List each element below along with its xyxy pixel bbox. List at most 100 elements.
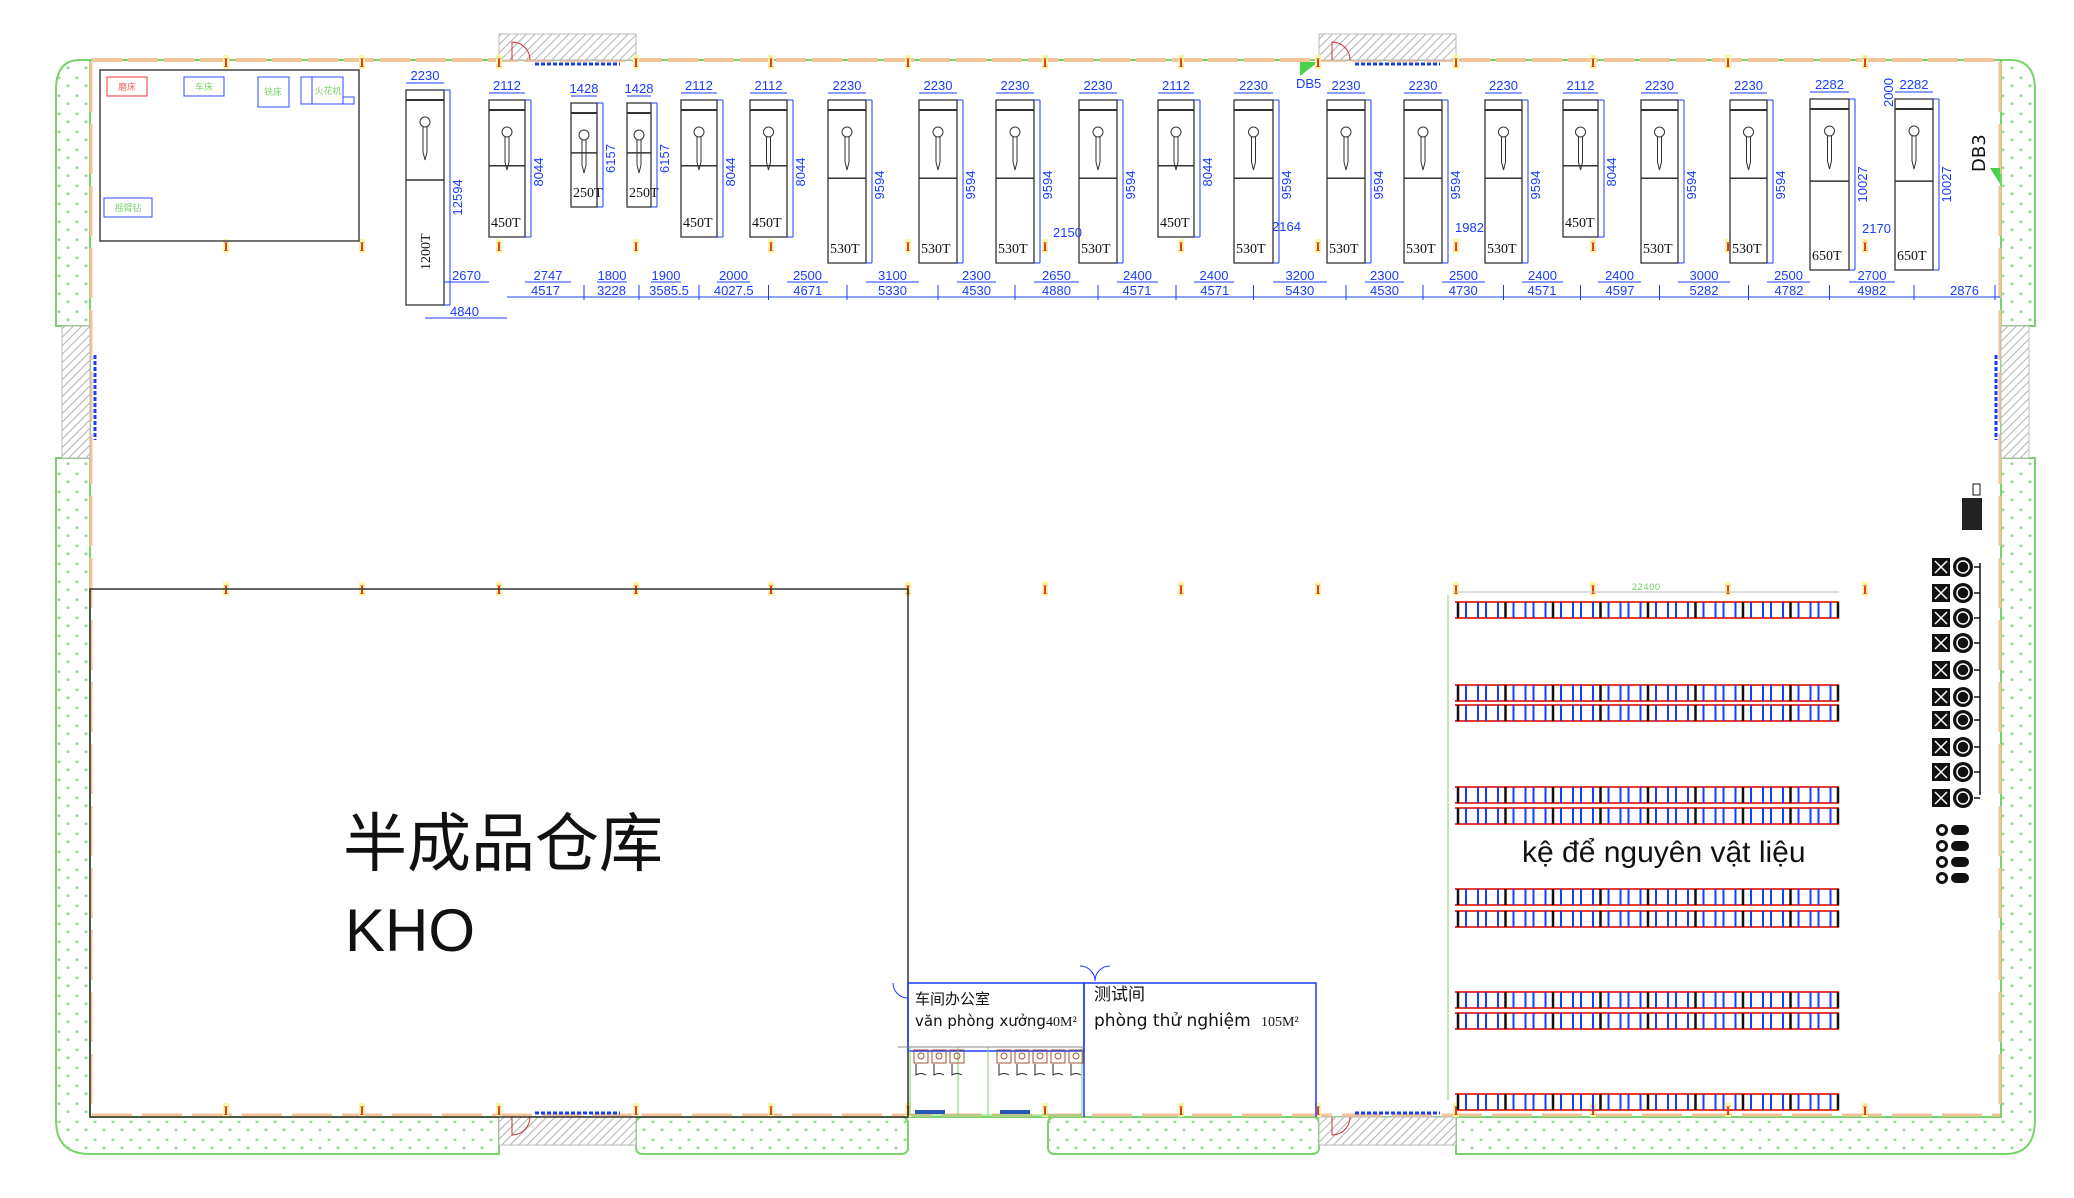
nozzle-icon bbox=[693, 126, 705, 138]
machine-tonnage: 650T bbox=[1812, 249, 1842, 264]
svg-text:I: I bbox=[496, 55, 501, 70]
material-racks: 22400 kệ để nguyên vật liệu bbox=[1447, 583, 1840, 1111]
toilet-icon bbox=[1032, 1049, 1048, 1076]
clearance-dim: 2170 bbox=[1862, 221, 1891, 236]
garden-left-bottom bbox=[55, 457, 500, 1155]
svg-text:铣床: 铣床 bbox=[264, 86, 282, 98]
column-marker: I bbox=[359, 1103, 365, 1118]
machine-body bbox=[1729, 99, 1768, 264]
machine-width-dim: 2230 bbox=[1409, 78, 1438, 93]
machine-spacing-dim: 5330 bbox=[878, 283, 907, 298]
machine-tonnage: 530T bbox=[830, 242, 860, 257]
machine-length-dim: 9594 bbox=[1371, 171, 1386, 200]
toilet-icon bbox=[1050, 1049, 1066, 1076]
machine-width-dim: 2282 bbox=[1900, 77, 1929, 92]
machine-body bbox=[1640, 99, 1679, 264]
machine-width-dim: 2112 bbox=[1567, 78, 1595, 93]
machine-spacing-dim: 4880 bbox=[1042, 283, 1071, 298]
svg-text:I: I bbox=[1315, 582, 1320, 597]
svg-text:I: I bbox=[1862, 55, 1867, 70]
injection-machine: 650T bbox=[1894, 98, 1934, 271]
machine-gap-dim: 2400 bbox=[1528, 268, 1557, 283]
loading-doors[interactable]: DB5 DB3 bbox=[61, 33, 2030, 1146]
machine-gap-dim: 2670 bbox=[452, 268, 481, 283]
nozzle-icon bbox=[1170, 126, 1182, 138]
racks-label: kệ để nguyên vật liệu bbox=[1522, 836, 1806, 869]
injection-machine: 450T bbox=[1562, 99, 1599, 238]
column-marker: I bbox=[1178, 239, 1184, 254]
column-marker: I bbox=[1725, 582, 1731, 597]
machine-dimensions: 2230125942112804414286157142861572112804… bbox=[406, 68, 2000, 319]
machine-length-dim: 9594 bbox=[1528, 171, 1543, 200]
nozzle-icon bbox=[1654, 126, 1665, 138]
toilet-icon bbox=[913, 1049, 929, 1076]
injection-machine: 530T bbox=[918, 99, 958, 264]
door-top-2 bbox=[1318, 33, 1457, 61]
rack-row bbox=[1455, 1093, 1840, 1111]
garden-bottom-2 bbox=[635, 1116, 909, 1155]
machine-spacing-dim: 5430 bbox=[1285, 283, 1314, 298]
svg-text:车床: 车床 bbox=[195, 81, 213, 93]
injection-machine: 450T bbox=[680, 99, 718, 238]
dryer-unit bbox=[1936, 856, 1969, 868]
svg-text:I: I bbox=[1453, 582, 1458, 597]
clearance-dim: 1982 bbox=[1455, 220, 1484, 235]
injection-machine: 1200T bbox=[405, 89, 445, 306]
machine-tonnage: 450T bbox=[1565, 216, 1595, 231]
injection-machine: 530T bbox=[1233, 99, 1274, 264]
first-offset-dim: 4840 bbox=[450, 304, 479, 319]
toilet-icon bbox=[931, 1049, 947, 1076]
nozzle-icon bbox=[1575, 126, 1586, 138]
column-marker: I bbox=[496, 239, 502, 254]
compressor-unit bbox=[1932, 557, 1980, 577]
machine-body bbox=[626, 102, 652, 208]
machine-body bbox=[918, 99, 958, 264]
compressor-unit bbox=[1932, 660, 1980, 680]
compressor-unit bbox=[1932, 762, 1980, 782]
machine-body bbox=[1403, 99, 1443, 264]
machine-length-dim: 9594 bbox=[1040, 171, 1055, 200]
column-marker: I bbox=[1862, 239, 1868, 254]
machine-length-dim: 8044 bbox=[1200, 158, 1215, 187]
restrooms bbox=[898, 1046, 1084, 1116]
machine-length-dim: 8044 bbox=[1604, 158, 1619, 187]
column-marker: I bbox=[1725, 55, 1731, 70]
garden-left-top bbox=[55, 59, 91, 327]
clearance-dim: 2000 bbox=[1881, 78, 1896, 107]
office-name-vn: văn phòng xưởng bbox=[915, 1012, 1046, 1030]
nozzle-icon bbox=[1743, 126, 1754, 138]
machine-spacing-dim: 4782 bbox=[1775, 283, 1804, 298]
door-label-db3: DB3 bbox=[1969, 134, 1990, 172]
machine-tonnage: 530T bbox=[1732, 242, 1762, 257]
nozzle-icon bbox=[1009, 126, 1021, 138]
machine-width-dim: 2230 bbox=[1001, 78, 1030, 93]
injection-machine: 530T bbox=[1078, 99, 1118, 264]
machine-body bbox=[1233, 99, 1274, 264]
machine-gap-dim: 3200 bbox=[1286, 268, 1315, 283]
svg-text:I: I bbox=[1178, 582, 1183, 597]
injection-machine: 250T bbox=[570, 102, 603, 208]
svg-text:I: I bbox=[905, 55, 910, 70]
injection-machine: 450T bbox=[749, 99, 788, 238]
machine-length-dim: 12594 bbox=[450, 179, 465, 215]
dryer-unit bbox=[1936, 872, 1969, 884]
svg-text:I: I bbox=[768, 239, 773, 254]
rack-row bbox=[1455, 807, 1840, 825]
machine-tonnage: 530T bbox=[1329, 242, 1359, 257]
machine-width-dim: 2230 bbox=[1645, 78, 1674, 93]
tool-room: 磨床 车床 铣床 火花机 摇臂钻 bbox=[99, 69, 360, 242]
machine-gap-dim: 2500 bbox=[1774, 268, 1803, 283]
svg-text:I: I bbox=[1725, 582, 1730, 597]
column-marker: I bbox=[1178, 1103, 1184, 1118]
machine-spacing-dim: 2876 bbox=[1950, 283, 1979, 298]
machine-gap-dim: 3100 bbox=[878, 268, 907, 283]
machine-width-dim: 1428 bbox=[625, 81, 654, 96]
rack-row bbox=[1455, 704, 1840, 722]
column-marker: I bbox=[1178, 55, 1184, 70]
machine-spacing-dim: 5282 bbox=[1690, 283, 1719, 298]
machine-width-dim: 2282 bbox=[1815, 77, 1844, 92]
column-marker: I bbox=[1862, 55, 1868, 70]
machine-tonnage: 450T bbox=[752, 216, 782, 231]
machine-tonnage: 530T bbox=[1643, 242, 1673, 257]
